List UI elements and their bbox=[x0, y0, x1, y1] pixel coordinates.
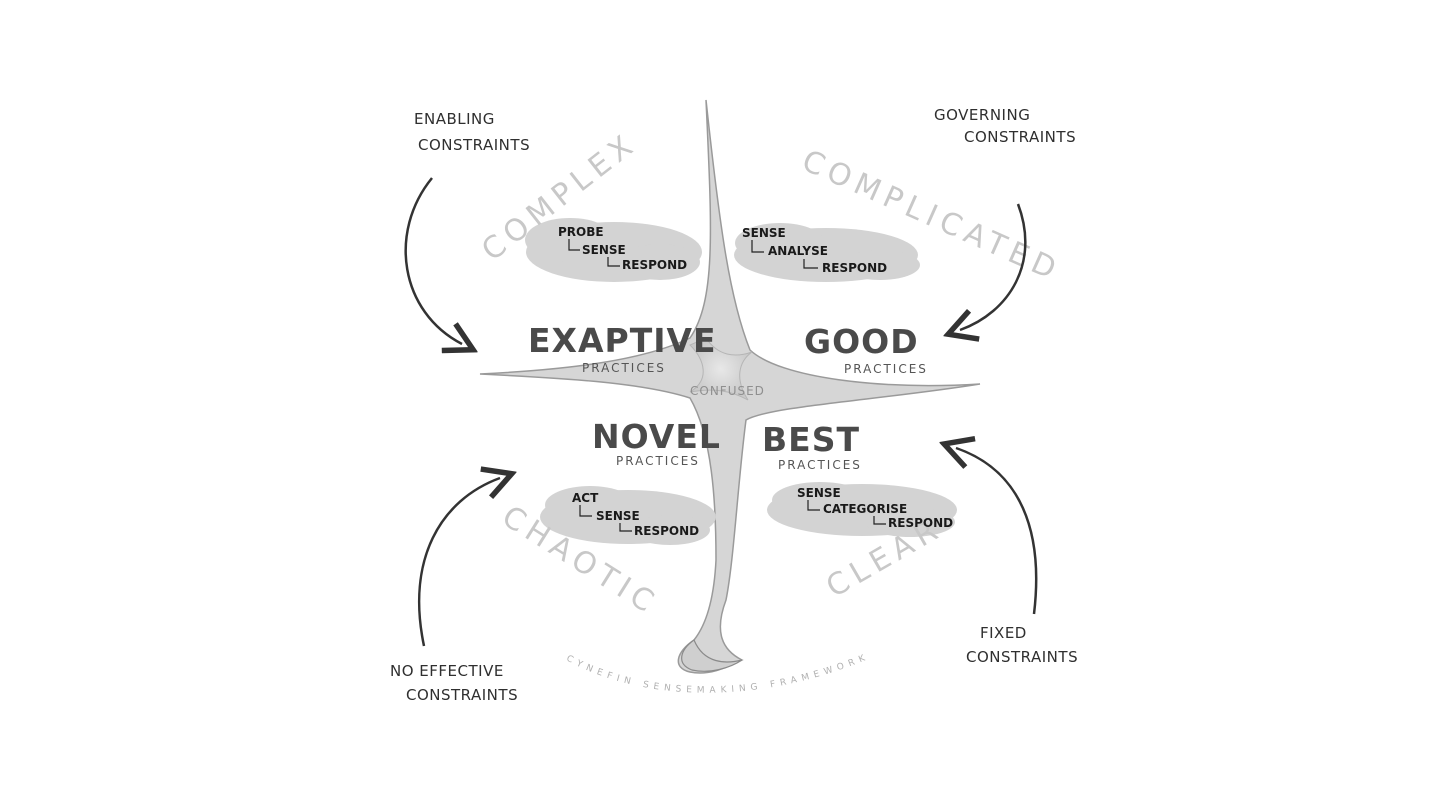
practice-good-sub: PRACTICES bbox=[844, 362, 928, 376]
arrow-fixed-icon bbox=[956, 448, 1036, 614]
constraint-fixed-line-2: CONSTRAINTS bbox=[966, 648, 1078, 666]
practice-best-sub: PRACTICES bbox=[778, 458, 862, 472]
cloud-complicated-step-2: ANALYSE bbox=[768, 244, 828, 258]
arrow-enabling-icon bbox=[406, 178, 462, 344]
constraint-no-effective-line-1: NO EFFECTIVE bbox=[390, 662, 504, 680]
cloud-complex-step-3: RESPOND bbox=[622, 258, 687, 272]
constraint-no-effective-line-2: CONSTRAINTS bbox=[406, 686, 518, 704]
practice-best-title: BEST bbox=[762, 420, 860, 459]
cloud-complicated-step-1: SENSE bbox=[742, 226, 786, 240]
practice-novel-title: NOVEL bbox=[592, 417, 721, 456]
cloud-chaotic-step-3: RESPOND bbox=[634, 524, 699, 538]
constraint-governing-line-2: CONSTRAINTS bbox=[964, 128, 1076, 146]
arrow-no-effective-icon bbox=[419, 478, 500, 646]
cloud-complicated-step-3: RESPOND bbox=[822, 261, 887, 275]
constraint-enabling-line-1: ENABLING bbox=[414, 110, 495, 128]
cloud-chaotic-step-1: ACT bbox=[572, 491, 599, 505]
constraint-governing-line-1: GOVERNING bbox=[934, 106, 1030, 124]
cloud-complex-step-2: SENSE bbox=[582, 243, 626, 257]
constraint-enabling-line-2: CONSTRAINTS bbox=[418, 136, 530, 154]
domain-confused: CONFUSED bbox=[690, 384, 765, 398]
cloud-clear-step-1: SENSE bbox=[797, 486, 841, 500]
practice-good-title: GOOD bbox=[804, 322, 919, 361]
cloud-chaotic-step-2: SENSE bbox=[596, 509, 640, 523]
practice-novel-sub: PRACTICES bbox=[616, 454, 700, 468]
cloud-clear-step-2: CATEGORISE bbox=[823, 502, 907, 516]
practice-exaptive-title: EXAPTIVE bbox=[528, 321, 717, 360]
constraint-fixed-line-1: FIXED bbox=[980, 624, 1027, 642]
practice-exaptive-sub: PRACTICES bbox=[582, 361, 666, 375]
cloud-clear-step-3: RESPOND bbox=[888, 516, 953, 530]
cloud-complex-step-1: PROBE bbox=[558, 225, 604, 239]
